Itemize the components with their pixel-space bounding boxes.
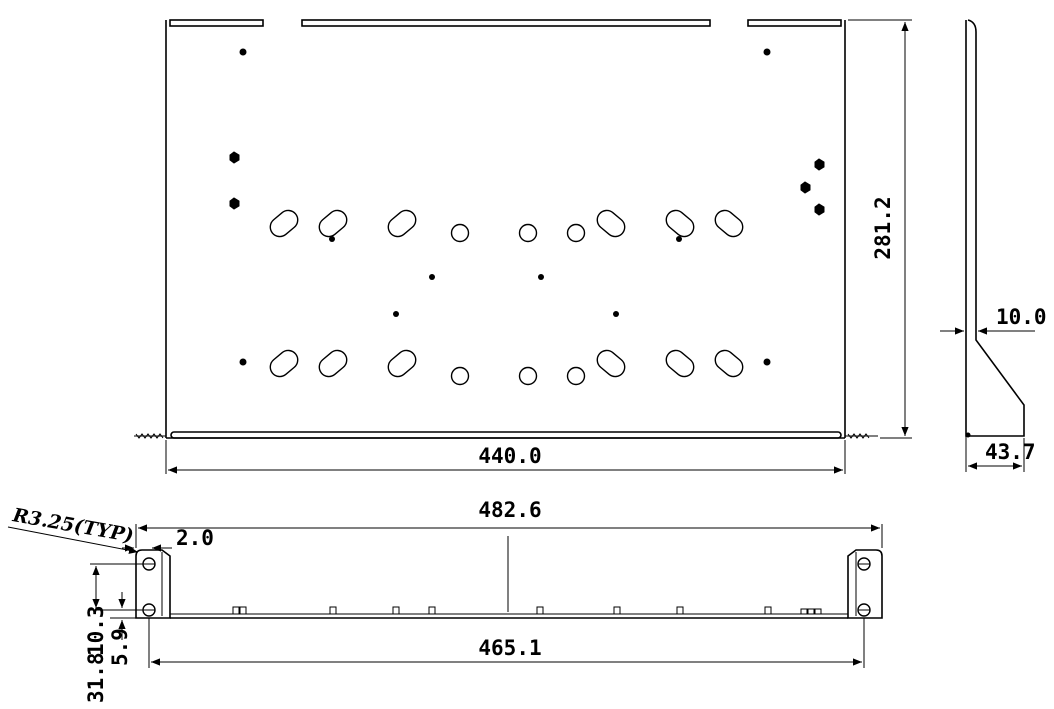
mounting-dots	[239, 48, 771, 366]
dim-label-482: 482.6	[478, 498, 541, 522]
dim-edge-offset: 2.0	[122, 526, 214, 552]
side-view: 10.0 43.7	[940, 19, 1047, 472]
dim-ear-verticals: 31.8 10.3 5.9	[84, 563, 145, 703]
dim-label-10: 10.0	[996, 305, 1047, 329]
dim-label-5-9: 5.9	[108, 628, 132, 666]
top-view: 440.0 281.2	[134, 19, 912, 474]
hex-nuts	[229, 151, 825, 216]
slot-holes-upper	[269, 209, 744, 243]
dim-label-31: 31.8	[84, 652, 108, 703]
dim-label-10-3: 10.3	[84, 605, 108, 656]
ear-holes	[142, 557, 871, 617]
slot-holes-lower	[269, 349, 744, 386]
dim-overall-width: 482.6	[135, 498, 883, 548]
dim-corner-radius: R3.25(TYP)	[7, 504, 139, 554]
dim-label-465: 465.1	[478, 636, 541, 660]
dim-front-width: 440.0	[165, 440, 846, 474]
dim-label-281: 281.2	[871, 196, 895, 259]
dim-side-flange: 10.0	[940, 305, 1047, 335]
dim-label-440: 440.0	[478, 444, 541, 468]
dim-side-depth: 43.7	[968, 440, 1036, 470]
dim-hole-span: 465.1	[148, 618, 865, 668]
rail-tabs	[232, 606, 822, 615]
bottom-view: 482.6 465.1 2.0 R3.25(TYP)	[7, 498, 883, 703]
dim-label-radius: R3.25(TYP)	[10, 504, 135, 547]
dim-front-height: 281.2	[848, 19, 912, 439]
dim-label-2: 2.0	[176, 526, 214, 550]
dim-label-43: 43.7	[985, 440, 1036, 464]
